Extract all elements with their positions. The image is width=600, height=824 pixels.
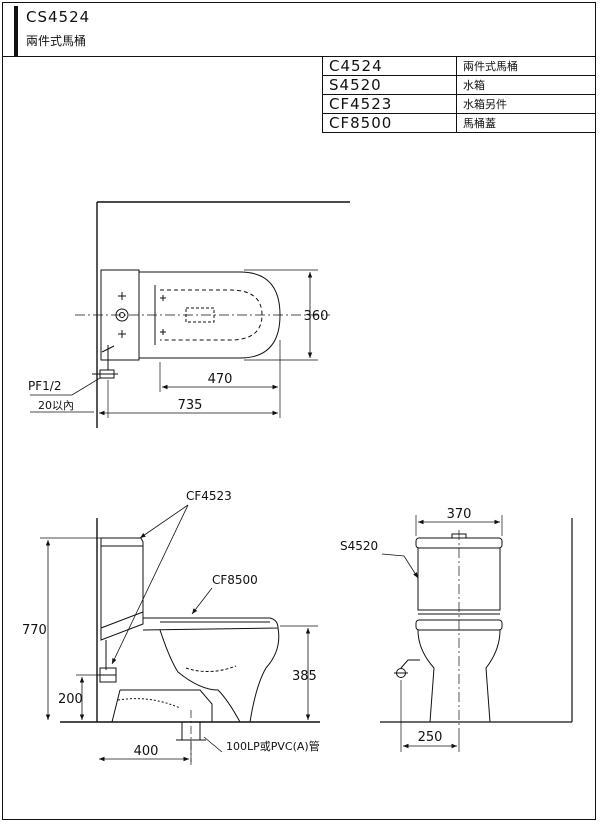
parts-row: CF4523 水箱另件	[322, 94, 596, 114]
callout-seat: CF8500	[212, 573, 258, 587]
seat-outline	[160, 289, 263, 341]
leader-line	[381, 553, 419, 579]
part-code: CF8500	[322, 113, 457, 133]
part-desc: 兩件式馬桶	[456, 56, 596, 76]
wall-offset-label: 20以內	[38, 399, 74, 412]
model-name: 兩件式馬桶	[26, 34, 87, 48]
top-view	[30, 201, 350, 428]
part-desc: 馬桶蓋	[456, 113, 596, 133]
dim-center-label: 470	[208, 372, 233, 387]
bowl-outline	[417, 629, 435, 723]
bolt-mark-icon	[160, 329, 166, 335]
bolt-mark-icon	[118, 292, 126, 300]
tank-base-line	[100, 611, 144, 629]
dim-height-label: 770	[22, 623, 47, 638]
dim-rough-in-label: 400	[134, 744, 159, 759]
callout-tank: S4520	[340, 539, 378, 553]
extension-line	[415, 515, 503, 536]
parts-table: C4524 兩件式馬桶 S4520 水箱 CF4523 水箱另件 CF8500 …	[322, 56, 596, 133]
dim-supply-label: 200	[58, 692, 83, 707]
title-divider	[2, 56, 596, 57]
drain-label: 100LP或PVC(A)管	[226, 739, 320, 753]
bowl-outline	[485, 629, 501, 723]
flush-button-icon	[119, 312, 125, 318]
supply-valve-icon	[98, 640, 117, 683]
callout-fittings: CF4523	[186, 489, 232, 503]
extension-line	[159, 340, 281, 392]
leader-line	[111, 504, 189, 665]
dim-width-label: 360	[304, 309, 329, 324]
parts-row: CF8500 馬桶蓋	[322, 113, 596, 133]
leader-line	[139, 504, 189, 539]
extension-line	[244, 269, 318, 361]
title-block: CS4524 兩件式馬桶	[14, 6, 174, 56]
supply-pipe	[400, 659, 420, 669]
trapway-outline	[117, 698, 181, 709]
flush-button-icon	[115, 308, 129, 322]
side-view	[40, 504, 320, 765]
bolt-mark-icon	[118, 330, 126, 338]
dim-bowl-height-label: 385	[292, 669, 317, 684]
dim-front-width-label: 370	[447, 507, 472, 522]
tank-outline	[100, 537, 144, 641]
front-view	[380, 515, 573, 752]
dim-length-label: 735	[178, 398, 203, 413]
drain-pipe	[181, 722, 201, 740]
pipe-label: PF1/2	[28, 379, 61, 393]
leader-line	[191, 587, 213, 615]
bowl-outline	[159, 629, 241, 723]
supply-pipe	[101, 345, 115, 370]
leader-line	[30, 377, 101, 396]
parts-row: C4524 兩件式馬桶	[322, 56, 596, 76]
trapway-outline	[185, 665, 237, 672]
drain-outline	[185, 307, 215, 323]
model-code: CS4524	[26, 8, 91, 26]
trapway-outline	[111, 689, 213, 723]
bowl-outline	[249, 627, 280, 723]
dim-offset-label: 250	[418, 730, 443, 745]
leader-line	[203, 736, 223, 753]
seat-outline	[142, 617, 279, 631]
bolt-mark-icon	[160, 295, 166, 301]
